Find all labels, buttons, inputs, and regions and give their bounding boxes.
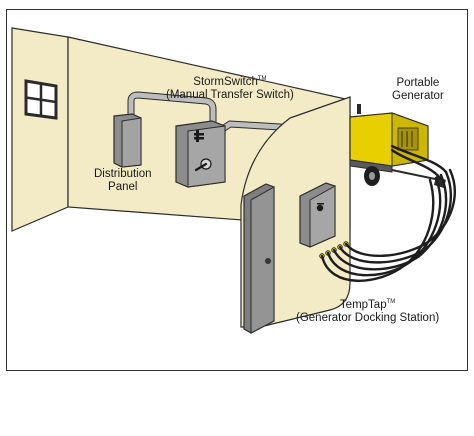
door bbox=[244, 184, 274, 333]
temptap-trademark: TM bbox=[387, 299, 396, 305]
stormswitch-label: StormSwitchTM (Manual Transfer Switch) bbox=[166, 76, 294, 102]
distribution-label-line1: Distribution bbox=[94, 168, 152, 180]
temptap-name: TempTap bbox=[340, 299, 387, 311]
generator-wheel-icon bbox=[364, 166, 380, 186]
stormswitch-description: (Manual Transfer Switch) bbox=[166, 89, 294, 101]
distribution-panel bbox=[114, 114, 141, 167]
temptap-description: (Generator Docking Station) bbox=[296, 312, 439, 324]
stormswitch-name: StormSwitch bbox=[193, 76, 258, 88]
distribution-panel-label: Distribution Panel bbox=[94, 168, 152, 194]
generator-label-line1: Portable bbox=[396, 77, 439, 89]
temptap-label: TempTapTM (Generator Docking Station) bbox=[296, 299, 439, 325]
portable-generator-label: Portable Generator bbox=[392, 77, 444, 103]
side-wall bbox=[12, 28, 68, 231]
generator-label-line2: Generator bbox=[392, 90, 444, 102]
stormswitch-trademark: TM bbox=[258, 76, 267, 82]
distribution-label-line2: Panel bbox=[108, 181, 137, 193]
transfer-switch bbox=[176, 121, 225, 187]
door-knob-icon bbox=[266, 259, 271, 264]
window bbox=[26, 81, 56, 118]
